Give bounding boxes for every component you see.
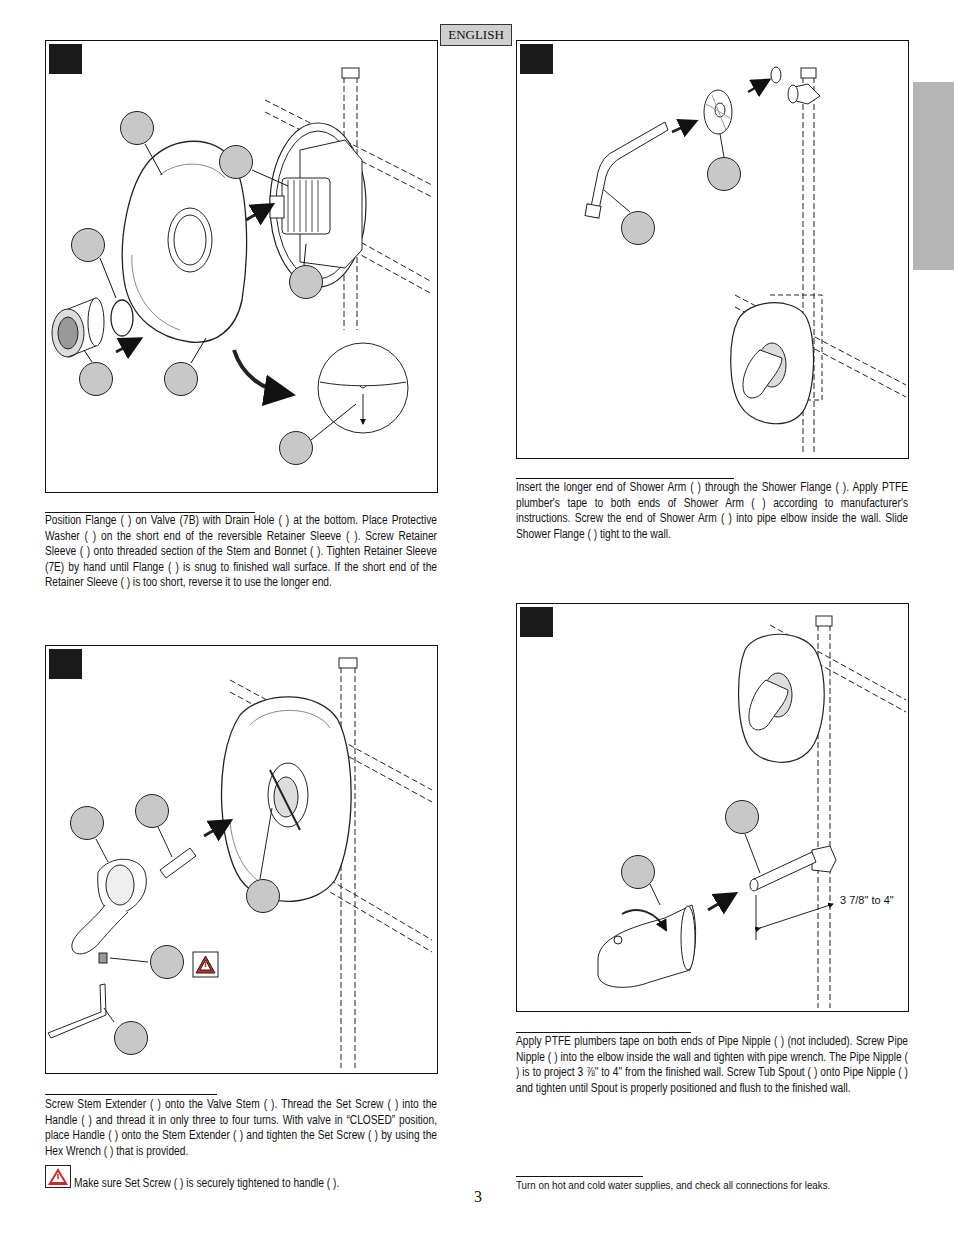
language-label: ENGLISH (448, 27, 504, 43)
step-instruction-box: Position Flange ( ) on Valve (7B) with D… (45, 513, 437, 591)
page-number: 3 (466, 1188, 490, 1206)
dimension-label: 3 7/8" to 4" (840, 893, 894, 907)
page-number-box: 3 (466, 1188, 490, 1206)
step-instruction: Insert the longer end of Shower Arm ( ) … (516, 480, 908, 542)
warning-note: Make sure Set Screw ( ) is securely tigh… (74, 1176, 436, 1192)
warning-note-box: Make sure Set Screw ( ) is securely tigh… (74, 1176, 436, 1192)
step-instruction-box: Turn on hot and cold water supplies, and… (516, 1178, 908, 1193)
step-instruction: Position Flange ( ) on Valve (7B) with D… (45, 513, 437, 591)
step-instruction: Turn on hot and cold water supplies, and… (516, 1178, 908, 1193)
step-instruction: Apply PTFE plumbers tape on both ends of… (516, 1034, 908, 1096)
step-instruction-box: Apply PTFE plumbers tape on both ends of… (516, 1034, 908, 1096)
dimension-label-box: 3 7/8" to 4" (840, 890, 906, 908)
step-instruction-box: Screw Stem Extender ( ) onto the Valve S… (45, 1097, 437, 1159)
step-instruction: Screw Stem Extender ( ) onto the Valve S… (45, 1097, 437, 1159)
language-tab: ENGLISH (440, 24, 512, 46)
side-tab (913, 82, 954, 270)
step-instruction-box: Insert the longer end of Shower Arm ( ) … (516, 480, 908, 542)
